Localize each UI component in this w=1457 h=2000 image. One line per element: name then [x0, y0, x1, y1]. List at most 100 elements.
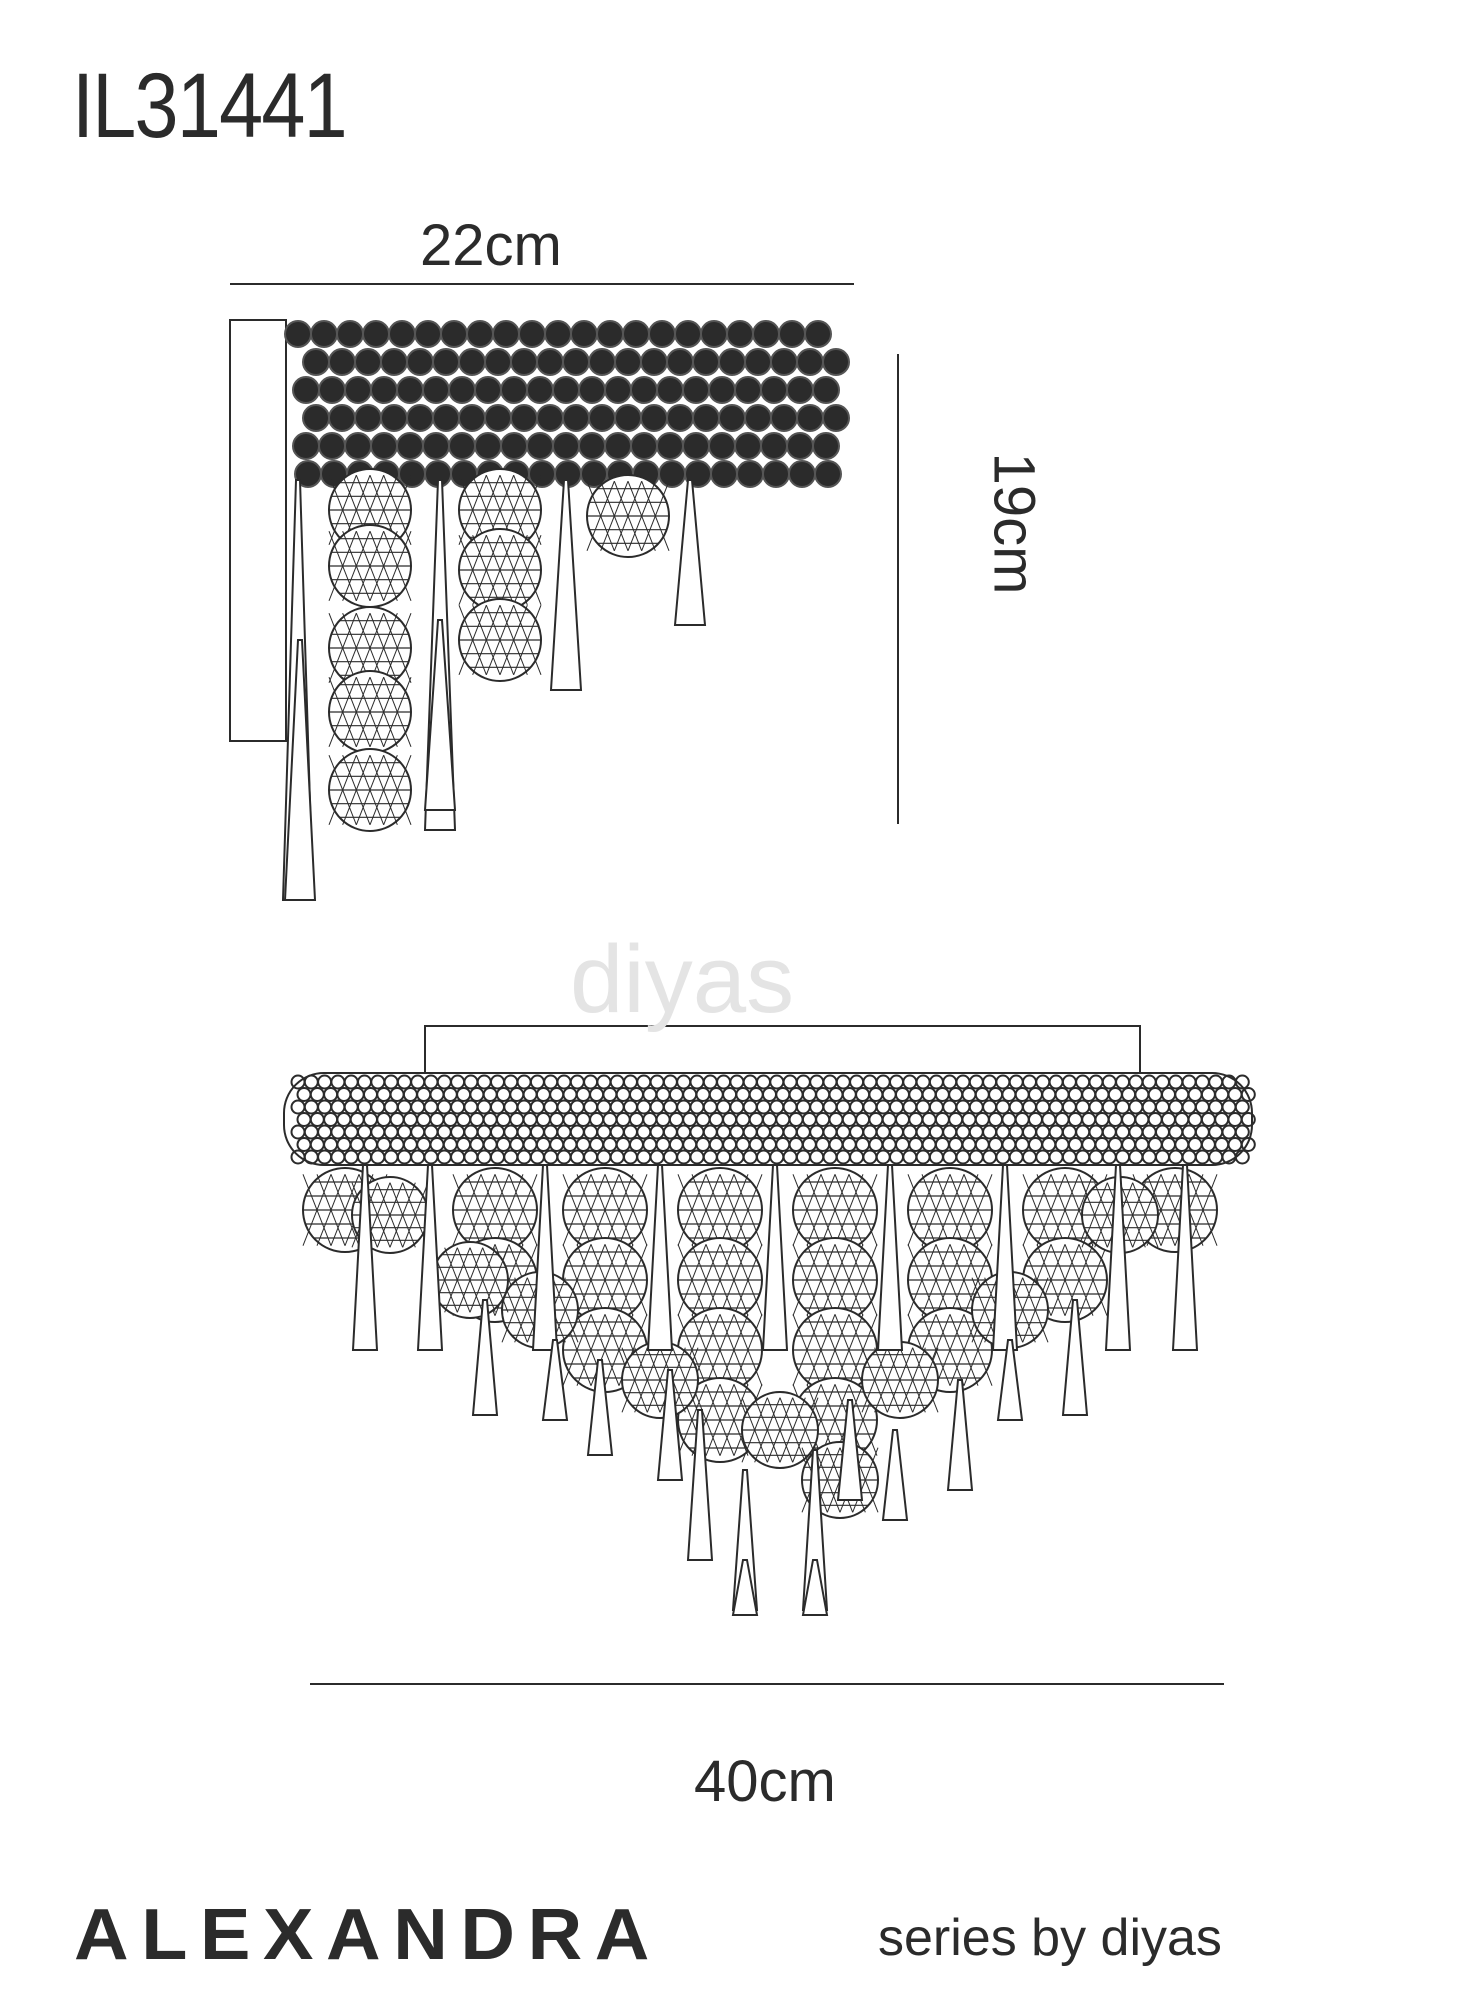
crystal-drop — [471, 1299, 499, 1416]
bead — [310, 320, 338, 348]
watermark: diyas — [570, 926, 794, 1033]
crystal-drop — [673, 479, 707, 626]
bead — [526, 376, 554, 404]
bead — [492, 320, 520, 348]
ball-facet — [342, 676, 371, 748]
bead — [474, 432, 502, 460]
ball-facet — [834, 1244, 864, 1316]
ball-facet — [733, 1314, 763, 1386]
crystal-drop — [801, 1559, 829, 1616]
ball-facet — [705, 1244, 735, 1316]
ball-facet — [1064, 1244, 1094, 1316]
ball-facet — [590, 1174, 620, 1246]
ball-facet — [691, 1244, 721, 1316]
bead — [786, 432, 814, 460]
ball-facet — [806, 1174, 836, 1246]
bead — [1234, 1124, 1250, 1140]
bead — [578, 376, 606, 404]
bead — [736, 460, 764, 488]
ball-facet — [899, 1347, 926, 1413]
crystal-drop — [656, 1369, 684, 1481]
bead — [640, 404, 668, 432]
bead — [778, 320, 806, 348]
ball-facet — [1064, 1174, 1094, 1246]
crystal-drop — [836, 1399, 864, 1501]
bead — [432, 404, 460, 432]
ball-facet — [499, 604, 528, 676]
crystal-ball — [792, 1167, 878, 1253]
bead — [422, 376, 450, 404]
ball-facet — [342, 754, 371, 826]
bead — [526, 432, 554, 460]
crystal-drop — [283, 639, 317, 901]
ball-facet — [792, 1397, 819, 1463]
bead — [328, 348, 356, 376]
ball-facet — [383, 530, 412, 602]
ball-facet — [949, 1244, 979, 1316]
bead — [708, 376, 736, 404]
side-view — [229, 319, 850, 901]
bead — [398, 460, 426, 488]
ball-facet — [1050, 1174, 1080, 1246]
bead — [630, 432, 658, 460]
dimension-height: 19cm — [981, 452, 1047, 595]
bead — [344, 432, 372, 460]
bead — [744, 404, 772, 432]
bead — [484, 404, 512, 432]
crystal-ball — [458, 528, 542, 612]
ball-facet — [458, 534, 487, 606]
ball-facet — [576, 1314, 606, 1386]
bead — [536, 404, 564, 432]
ball-facet — [480, 1174, 510, 1246]
bead — [458, 404, 486, 432]
series-tagline: series by diyas — [878, 1909, 1222, 1967]
ball-facet — [820, 1174, 850, 1246]
bead — [718, 348, 746, 376]
bead — [328, 404, 356, 432]
ball-facet — [848, 1244, 878, 1316]
ball-facet — [472, 474, 501, 546]
bead — [760, 432, 788, 460]
bead — [484, 348, 512, 376]
ball-facet — [600, 480, 629, 552]
ball-facet — [792, 1174, 822, 1246]
ball-facet — [861, 1347, 888, 1413]
ball-facet — [383, 676, 412, 748]
bead — [406, 348, 434, 376]
ball-facet — [907, 1244, 937, 1316]
wall-plate — [229, 319, 287, 742]
ball-facet — [677, 1384, 707, 1456]
ball-facet — [677, 1244, 707, 1316]
ball-facet — [376, 1182, 404, 1248]
ball-facet — [383, 612, 412, 684]
crystal-drop — [946, 1379, 974, 1491]
bead — [648, 320, 676, 348]
ball-facet — [562, 1174, 592, 1246]
ball-facet — [935, 1314, 965, 1386]
ball-facet — [613, 480, 643, 552]
bead — [630, 376, 658, 404]
ball-facet — [963, 1244, 993, 1316]
crystal-drop — [761, 1164, 789, 1351]
bead — [622, 320, 650, 348]
crystal-ball — [861, 1341, 939, 1419]
ball-facet — [1050, 1244, 1080, 1316]
crystal-drop — [646, 1164, 674, 1351]
bead — [318, 376, 346, 404]
bead — [788, 460, 816, 488]
crystal-ball — [792, 1307, 878, 1393]
bead — [718, 404, 746, 432]
ball-facet — [971, 1277, 998, 1343]
ball-facet — [1036, 1174, 1066, 1246]
crystal-ball — [562, 1167, 648, 1253]
ball-facet — [316, 1174, 346, 1246]
ball-facet — [1078, 1244, 1108, 1316]
ball-facet — [328, 530, 357, 602]
bead — [302, 404, 330, 432]
bead — [708, 432, 736, 460]
bead — [752, 320, 780, 348]
crystal-ball — [621, 1341, 699, 1419]
dimension-width-front: 40cm — [694, 1749, 836, 1814]
bead — [1234, 1149, 1250, 1165]
